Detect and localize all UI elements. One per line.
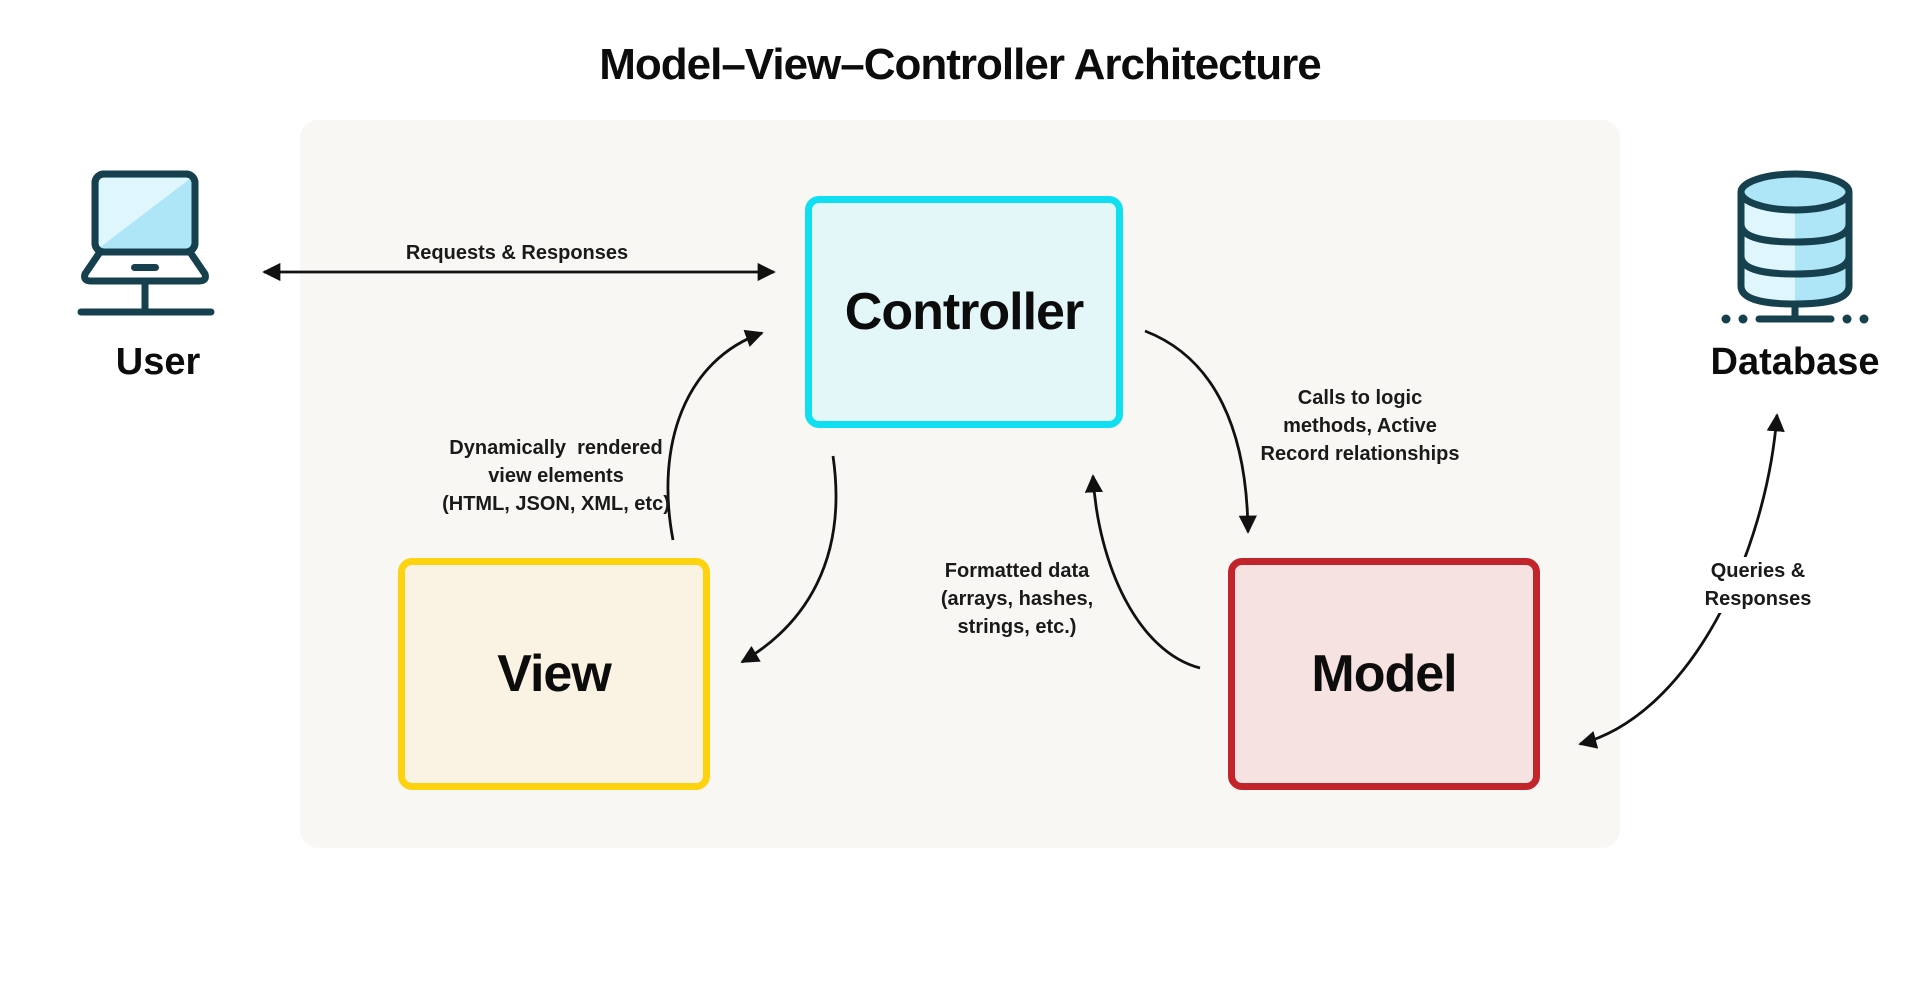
model-label: Model	[1311, 645, 1457, 703]
page-title: Model–View–Controller Architecture	[599, 40, 1322, 89]
queries-responses-label: Queries & Responses	[1660, 557, 1856, 613]
controller-label: Controller	[844, 283, 1084, 341]
user-actor: User	[58, 168, 258, 384]
requests-responses-label: Requests & Responses	[405, 242, 629, 264]
database-cylinder-icon	[1715, 168, 1875, 333]
model-box: Model	[1228, 558, 1540, 790]
formatted-data-label: Formatted data (arrays, hashes, strings,…	[940, 560, 1094, 638]
controller-box: Controller	[805, 196, 1123, 428]
database-actor: Database	[1688, 168, 1902, 384]
view-label: View	[497, 645, 612, 703]
calls-to-logic-label: Calls to logic methods, Active Record re…	[1260, 387, 1460, 465]
user-label: User	[115, 341, 201, 383]
laptop-icon	[73, 168, 243, 333]
view-box: View	[398, 558, 710, 790]
database-label: Database	[1710, 341, 1880, 383]
dynamically-rendered-label: Dynamically rendered view elements (HTML…	[442, 437, 670, 515]
